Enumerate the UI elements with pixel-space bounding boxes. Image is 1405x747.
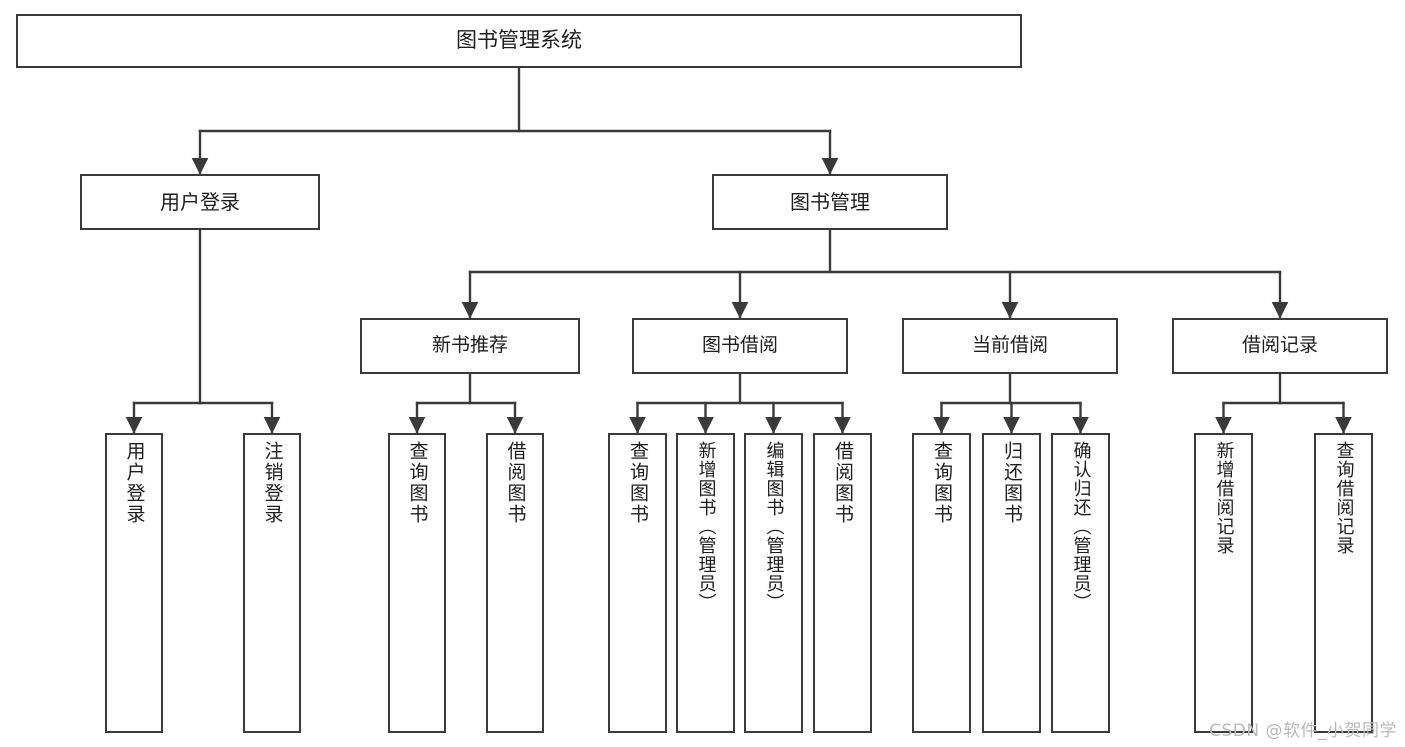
node-label: 用户登录 [160,189,240,214]
node-label: 编辑图书（管理员） [763,441,785,612]
node-newbook[interactable]: 新书推荐 [360,318,580,374]
node-leaf-new-borrow[interactable]: 借阅图书 [486,433,544,733]
node-leaf-rec-add[interactable]: 新增借阅记录 [1194,433,1253,733]
node-label: 用户登录 [123,441,146,525]
node-leaf-bor-edit[interactable]: 编辑图书（管理员） [744,433,803,733]
node-leaf-cur-return[interactable]: 归还图书 [982,433,1041,733]
node-label: 查询图书 [627,441,649,525]
node-label: 新增图书（管理员） [695,441,717,612]
edge-paths [125,66,1352,434]
node-borrow[interactable]: 图书借阅 [632,318,848,374]
node-label: 当前借阅 [971,334,1048,357]
node-label: 确认归还（管理员） [1070,441,1092,612]
node-label: 查询借阅记录 [1333,441,1355,555]
node-label: 查询图书 [931,441,953,525]
node-leaf-cur-query[interactable]: 查询图书 [912,433,971,733]
node-leaf-bor-add[interactable]: 新增图书（管理员） [676,433,735,733]
node-label: 查询图书 [406,441,429,525]
node-login[interactable]: 用户登录 [80,174,320,230]
node-current[interactable]: 当前借阅 [902,318,1118,374]
node-label: 借阅记录 [1241,334,1318,357]
node-bookmgmt[interactable]: 图书管理 [712,174,948,230]
node-leaf-user-logout[interactable]: 注销登录 [243,433,301,733]
node-leaf-cur-confirm[interactable]: 确认归还（管理员） [1051,433,1110,733]
node-leaf-new-query[interactable]: 查询图书 [388,433,446,733]
node-label: 借阅图书 [504,441,527,525]
node-label: 注销登录 [261,441,284,525]
node-leaf-bor-lend[interactable]: 借阅图书 [813,433,872,733]
node-label: 图书借阅 [701,334,778,357]
node-label: 新增借阅记录 [1213,441,1235,555]
node-leaf-user-login[interactable]: 用户登录 [105,433,163,733]
node-label: 图书管理系统 [456,28,582,53]
node-leaf-rec-query[interactable]: 查询借阅记录 [1314,433,1373,733]
node-leaf-bor-query[interactable]: 查询图书 [608,433,667,733]
node-label: 归还图书 [1001,441,1023,525]
node-records[interactable]: 借阅记录 [1172,318,1388,374]
node-label: 新书推荐 [431,334,508,357]
node-label: 图书管理 [790,189,870,214]
watermark: CSDN @软件_小贺同学 [1209,721,1397,741]
node-root[interactable]: 图书管理系统 [16,14,1022,68]
node-label: 借阅图书 [832,441,854,525]
